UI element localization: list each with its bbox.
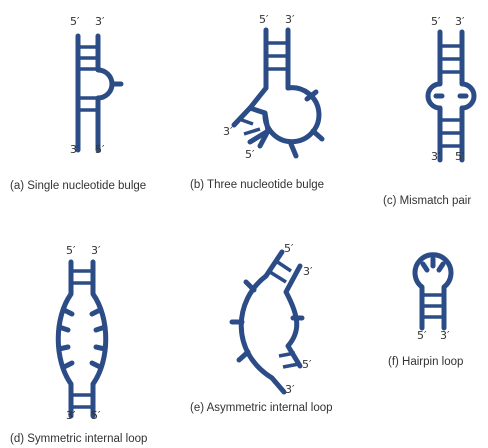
panel-e-asymmetric-internal-loop: 5′ 3′ 5′ 3′ (e) Asymmetric internal loop: [190, 242, 333, 414]
panel-e-end-label-top-right: 3′: [303, 265, 313, 278]
panel-a-end-label-bottom-right: 5′: [95, 143, 105, 156]
panel-c-structure: [428, 32, 474, 160]
panel-e-end-label-bottom-right: 3′: [285, 383, 295, 396]
panel-c-mismatch-pair: 5′ 3′ 3′ 5′ (c) Mismatch pair: [383, 15, 474, 207]
panel-b-end-label-bottom-left: 3′: [223, 125, 233, 138]
panel-c-end-label-bottom-left: 3′: [431, 150, 441, 163]
panel-b-end-label-top-left: 5′: [259, 13, 269, 26]
panel-a-end-label-top-left: 5′: [70, 15, 80, 28]
panel-b-end-label-top-right: 3′: [285, 13, 295, 26]
panel-d-end-label-bottom-left: 3′: [66, 409, 76, 422]
panel-e-end-label-top-left: 5′: [284, 242, 294, 255]
panel-d-structure: [58, 262, 106, 416]
panel-a-end-label-top-right: 3′: [95, 15, 105, 28]
panel-f-end-label-left: 5′: [417, 329, 427, 342]
panel-d-end-label-bottom-right: 5′: [91, 409, 101, 422]
panel-c-end-label-bottom-right: 5′: [455, 150, 465, 163]
panel-b-three-nucleotide-bulge: 5′ 3′ 3′ 5′ (b) Three nucleotide bulge: [190, 13, 324, 191]
panel-a-end-label-bottom-left: 3′: [70, 143, 80, 156]
panel-c-end-label-top-right: 3′: [455, 15, 465, 28]
panel-b-structure: [234, 30, 322, 156]
panel-c-end-label-top-left: 5′: [431, 15, 441, 28]
panel-c-caption: (c) Mismatch pair: [383, 195, 471, 207]
panel-e-structure: [232, 252, 302, 392]
panel-e-end-label-bottom-left: 5′: [302, 358, 312, 371]
panel-f-caption: (f) Hairpin loop: [388, 356, 463, 368]
panel-f-hairpin-loop: 5′ 3′ (f) Hairpin loop: [388, 255, 463, 368]
panel-d-caption: (d) Symmetric internal loop: [10, 433, 147, 445]
panel-b-caption: (b) Three nucleotide bulge: [190, 179, 324, 191]
panel-d-end-label-top-left: 5′: [66, 244, 76, 257]
panel-e-caption: (e) Asymmetric internal loop: [190, 402, 333, 414]
panel-a-structure: [78, 36, 121, 150]
panel-f-end-label-right: 3′: [440, 329, 450, 342]
panel-a-single-nucleotide-bulge: 5′ 3′ 3′ 5′ (a) Single nucleotide bulge: [10, 15, 146, 192]
panel-b-end-label-bottom-right: 5′: [245, 148, 255, 161]
panel-d-symmetric-internal-loop: 5′ 3′ 3′ 5′ (d) Symmetric internal loop: [10, 244, 147, 445]
panel-a-caption: (a) Single nucleotide bulge: [10, 180, 146, 192]
panel-d-end-label-top-right: 3′: [91, 244, 101, 257]
panel-f-structure: [415, 255, 451, 328]
